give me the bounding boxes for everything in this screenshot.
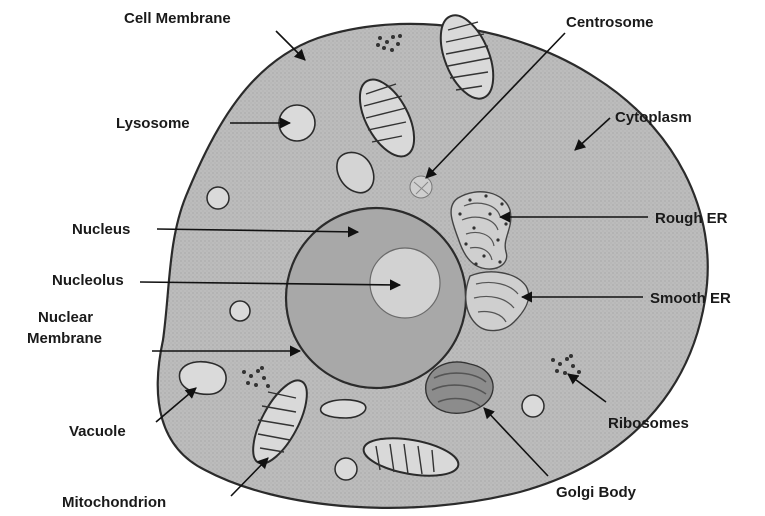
label-smooth-er: Smooth ER [650, 290, 731, 307]
label-centrosome: Centrosome [566, 14, 654, 31]
golgi-body-shape [426, 362, 493, 413]
label-ribosomes: Ribosomes [608, 415, 689, 432]
vesicle-shape [207, 187, 229, 209]
label-nucleolus: Nucleolus [52, 272, 124, 289]
vacuole-shape [179, 362, 226, 395]
label-golgi-body: Golgi Body [556, 484, 637, 501]
label-nuclear-membrane-line1: Nuclear [38, 309, 93, 326]
centrosome-shape [410, 176, 432, 198]
label-cytoplasm: Cytoplasm [615, 109, 692, 126]
label-cell-membrane: Cell Membrane [124, 10, 231, 27]
label-mitochondrion: Mitochondrion [62, 494, 166, 511]
vesicle-shape [335, 458, 357, 480]
label-lysosome: Lysosome [116, 115, 190, 132]
vesicle-shape [230, 301, 250, 321]
label-rough-er: Rough ER [655, 210, 728, 227]
vesicle-shape [522, 395, 544, 417]
label-nucleus: Nucleus [72, 221, 130, 238]
vacuole-shape [321, 400, 366, 418]
nucleolus-shape [370, 248, 440, 318]
label-nuclear-membrane-line2: Membrane [27, 330, 102, 347]
label-vacuole: Vacuole [69, 423, 126, 440]
